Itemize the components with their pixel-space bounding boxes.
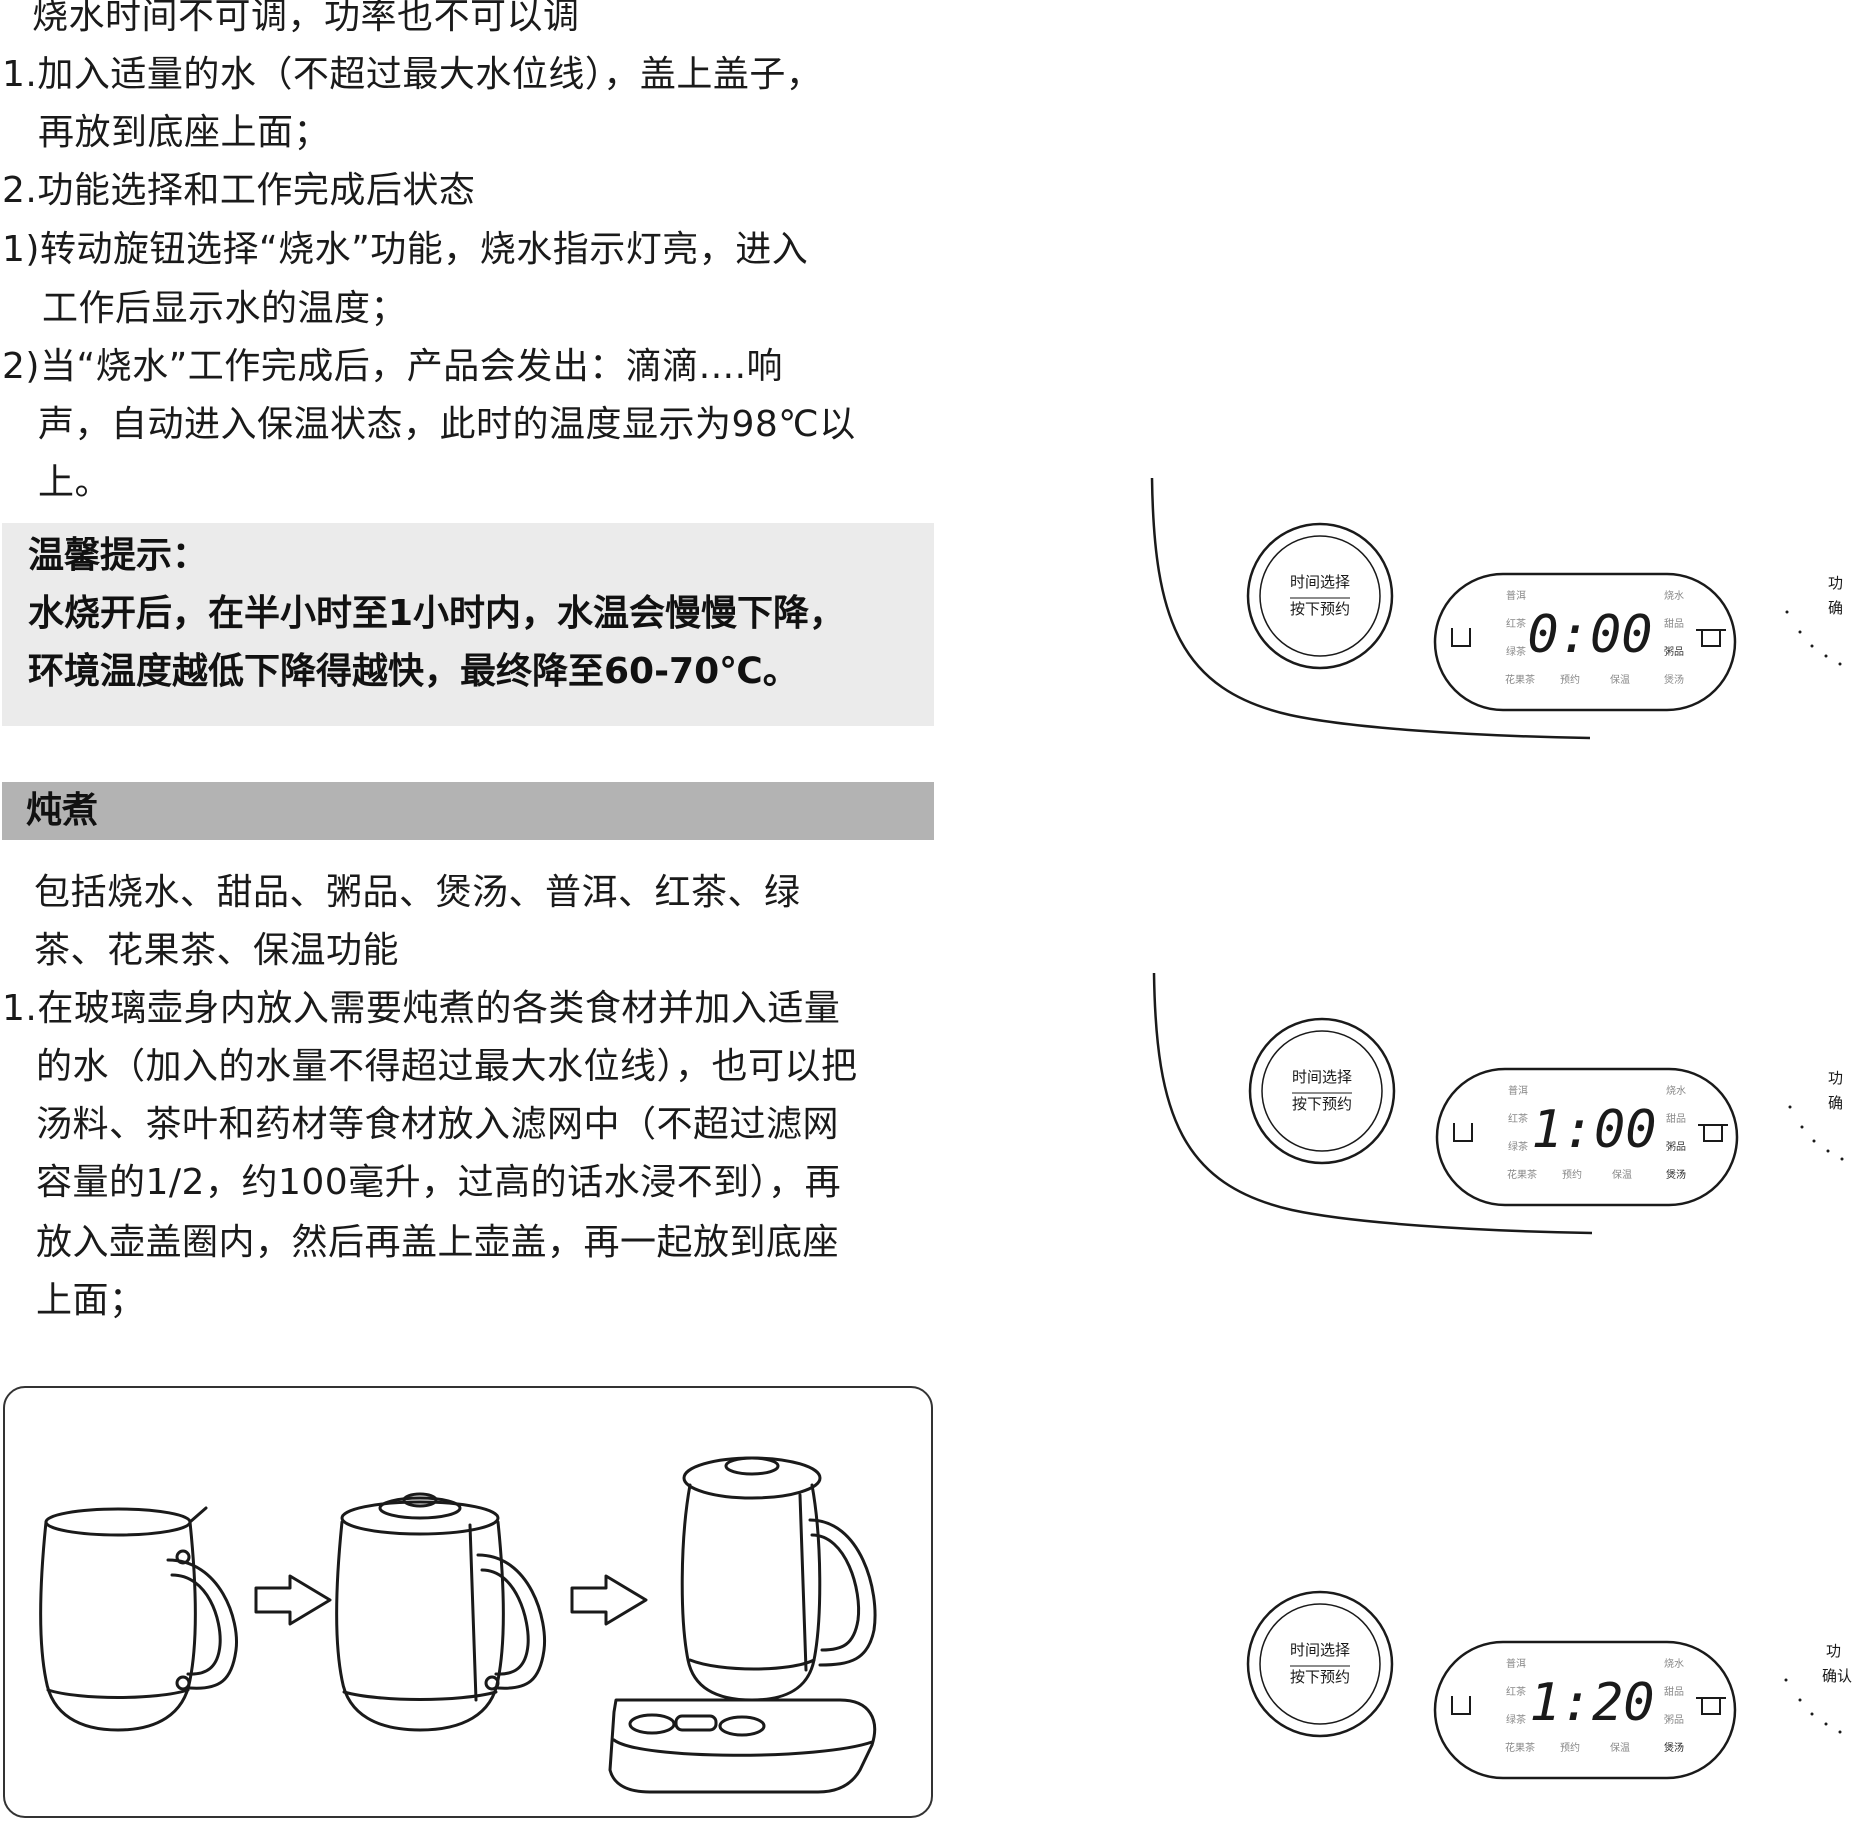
panel-display: 0:00 [1527,605,1652,665]
instruction-line: 再放到底座上面； [38,112,331,153]
mode-label: 红茶 [1508,1112,1528,1125]
instruction-line: 声，自动进入保温状态，此时的温度显示为98℃以 [38,404,856,445]
mode-label: 红茶 [1506,1685,1526,1698]
mode-label: 煲汤 [1664,673,1684,686]
knob-label: 按下预约 [1290,1668,1350,1686]
tip-title: 温馨提示： [28,535,209,576]
dots-icon [1785,610,1842,666]
kettle-illustration [39,1456,877,1794]
mode-label: 保温 [1610,1741,1630,1754]
mode-label: 烧水 [1666,1084,1686,1097]
mode-label: 普洱 [1506,589,1526,602]
tip-line: 环境温度越低下降得越快，最终降至60-70℃。 [28,651,799,692]
mode-label: 粥品 [1664,646,1684,658]
panel-display: 1:20 [1529,1673,1654,1733]
mode-label: 烧水 [1664,589,1684,602]
knob-label: 时间选择 [1290,573,1350,591]
side-label: 功 [1826,1642,1841,1660]
control-panel: 时间选择 按下预约 0:00 普洱 红茶 绿茶 烧水 甜品 粥品 花果茶 预约 … [1150,477,1843,740]
instruction-line: 2)当“烧水”工作完成后，产品会发出：滴滴....响 [2,346,784,387]
instruction-line: 上。 [38,462,112,503]
mode-label: 花果茶 [1505,1741,1535,1754]
section-line: 茶、花果茶、保温功能 [34,930,400,971]
knob-label: 时间选择 [1292,1068,1352,1086]
mode-label: 预约 [1562,1168,1582,1181]
side-label: 功 [1828,1069,1843,1087]
section-line: 容量的1/2，约100毫升，过高的话水浸不到），再 [36,1162,842,1203]
section-title: 炖煮 [26,790,99,831]
arrow-right-icon [254,1574,332,1626]
kettle-open-icon [39,1506,238,1732]
side-label: 功 [1828,574,1843,592]
control-panel: 时间选择 按下预约 1:00 普洱 红茶 绿茶 烧水 甜品 粥品 花果茶 预约 … [1152,972,1844,1235]
mode-label: 绿茶 [1508,1140,1528,1153]
panel-display: 1:00 [1531,1100,1656,1160]
arrow-right-icon [570,1574,648,1626]
kettle-lidded-icon [335,1492,547,1732]
instruction-line: 2.功能选择和工作完成后状态 [2,170,476,211]
mode-label: 绿茶 [1506,645,1526,658]
mode-label: 花果茶 [1507,1168,1537,1181]
mode-label: 煲汤 [1664,1741,1684,1754]
side-label: 确 [1828,1094,1843,1112]
mode-label: 预约 [1560,673,1580,686]
tip-line: 水烧开后，在半小时至1小时内，水温会慢慢下降， [28,593,846,634]
knob-label: 按下预约 [1292,1095,1352,1113]
dots-icon [1788,1105,1844,1161]
mode-label: 烧水 [1664,1657,1684,1670]
kettle-on-base-icon [608,1456,877,1794]
mode-label: 普洱 [1506,1657,1526,1670]
kettle-illustration-frame [3,1386,933,1818]
control-panel: 时间选择 按下预约 1:20 普洱 红茶 绿茶 烧水 甜品 粥品 花果茶 预约 … [1246,1590,1852,1780]
instruction-line: 工作后显示水的温度； [42,288,408,329]
section-line: 的水（加入的水量不得超过最大水位线），也可以把 [36,1046,858,1087]
section-line: 放入壶盖圈内，然后再盖上壶盖，再一起放到底座 [36,1222,840,1263]
mode-label: 甜品 [1664,617,1684,630]
instruction-line: 1.加入适量的水（不超过最大水位线），盖上盖子， [2,54,823,95]
mode-label: 花果茶 [1505,673,1535,686]
mode-label: 普洱 [1508,1084,1528,1097]
mode-label: 甜品 [1666,1112,1686,1125]
knob-label: 时间选择 [1290,1641,1350,1659]
mode-label: 保温 [1610,673,1630,686]
mode-label: 粥品 [1666,1141,1686,1153]
tip-box: 温馨提示： 水烧开后，在半小时至1小时内，水温会慢慢下降， 环境温度越低下降得越… [2,523,934,726]
mode-label: 红茶 [1506,617,1526,630]
mode-label: 预约 [1560,1741,1580,1754]
section-line: 包括烧水、甜品、粥品、煲汤、普洱、红茶、绿 [34,872,801,913]
section-line: 汤料、茶叶和药材等食材放入滤网中（不超过滤网 [36,1104,840,1145]
mode-label: 粥品 [1664,1714,1684,1726]
section-header: 炖煮 [2,782,934,840]
knob-label: 按下预约 [1290,600,1350,618]
mode-label: 绿茶 [1506,1713,1526,1726]
side-label: 确认 [1822,1667,1852,1685]
mode-label: 煲汤 [1666,1168,1686,1181]
instruction-line: 烧水时间不可调，功率也不可以调 [32,0,580,37]
side-label: 确 [1828,599,1843,617]
instruction-line: 1)转动旋钮选择“烧水”功能，烧水指示灯亮，进入 [2,229,809,270]
section-line: 1.在玻璃壶身内放入需要炖煮的各类食材并加入适量 [2,988,841,1029]
mode-label: 保温 [1612,1168,1632,1181]
dots-icon [1784,1678,1842,1734]
mode-label: 甜品 [1664,1685,1684,1698]
section-line: 上面； [36,1280,146,1321]
